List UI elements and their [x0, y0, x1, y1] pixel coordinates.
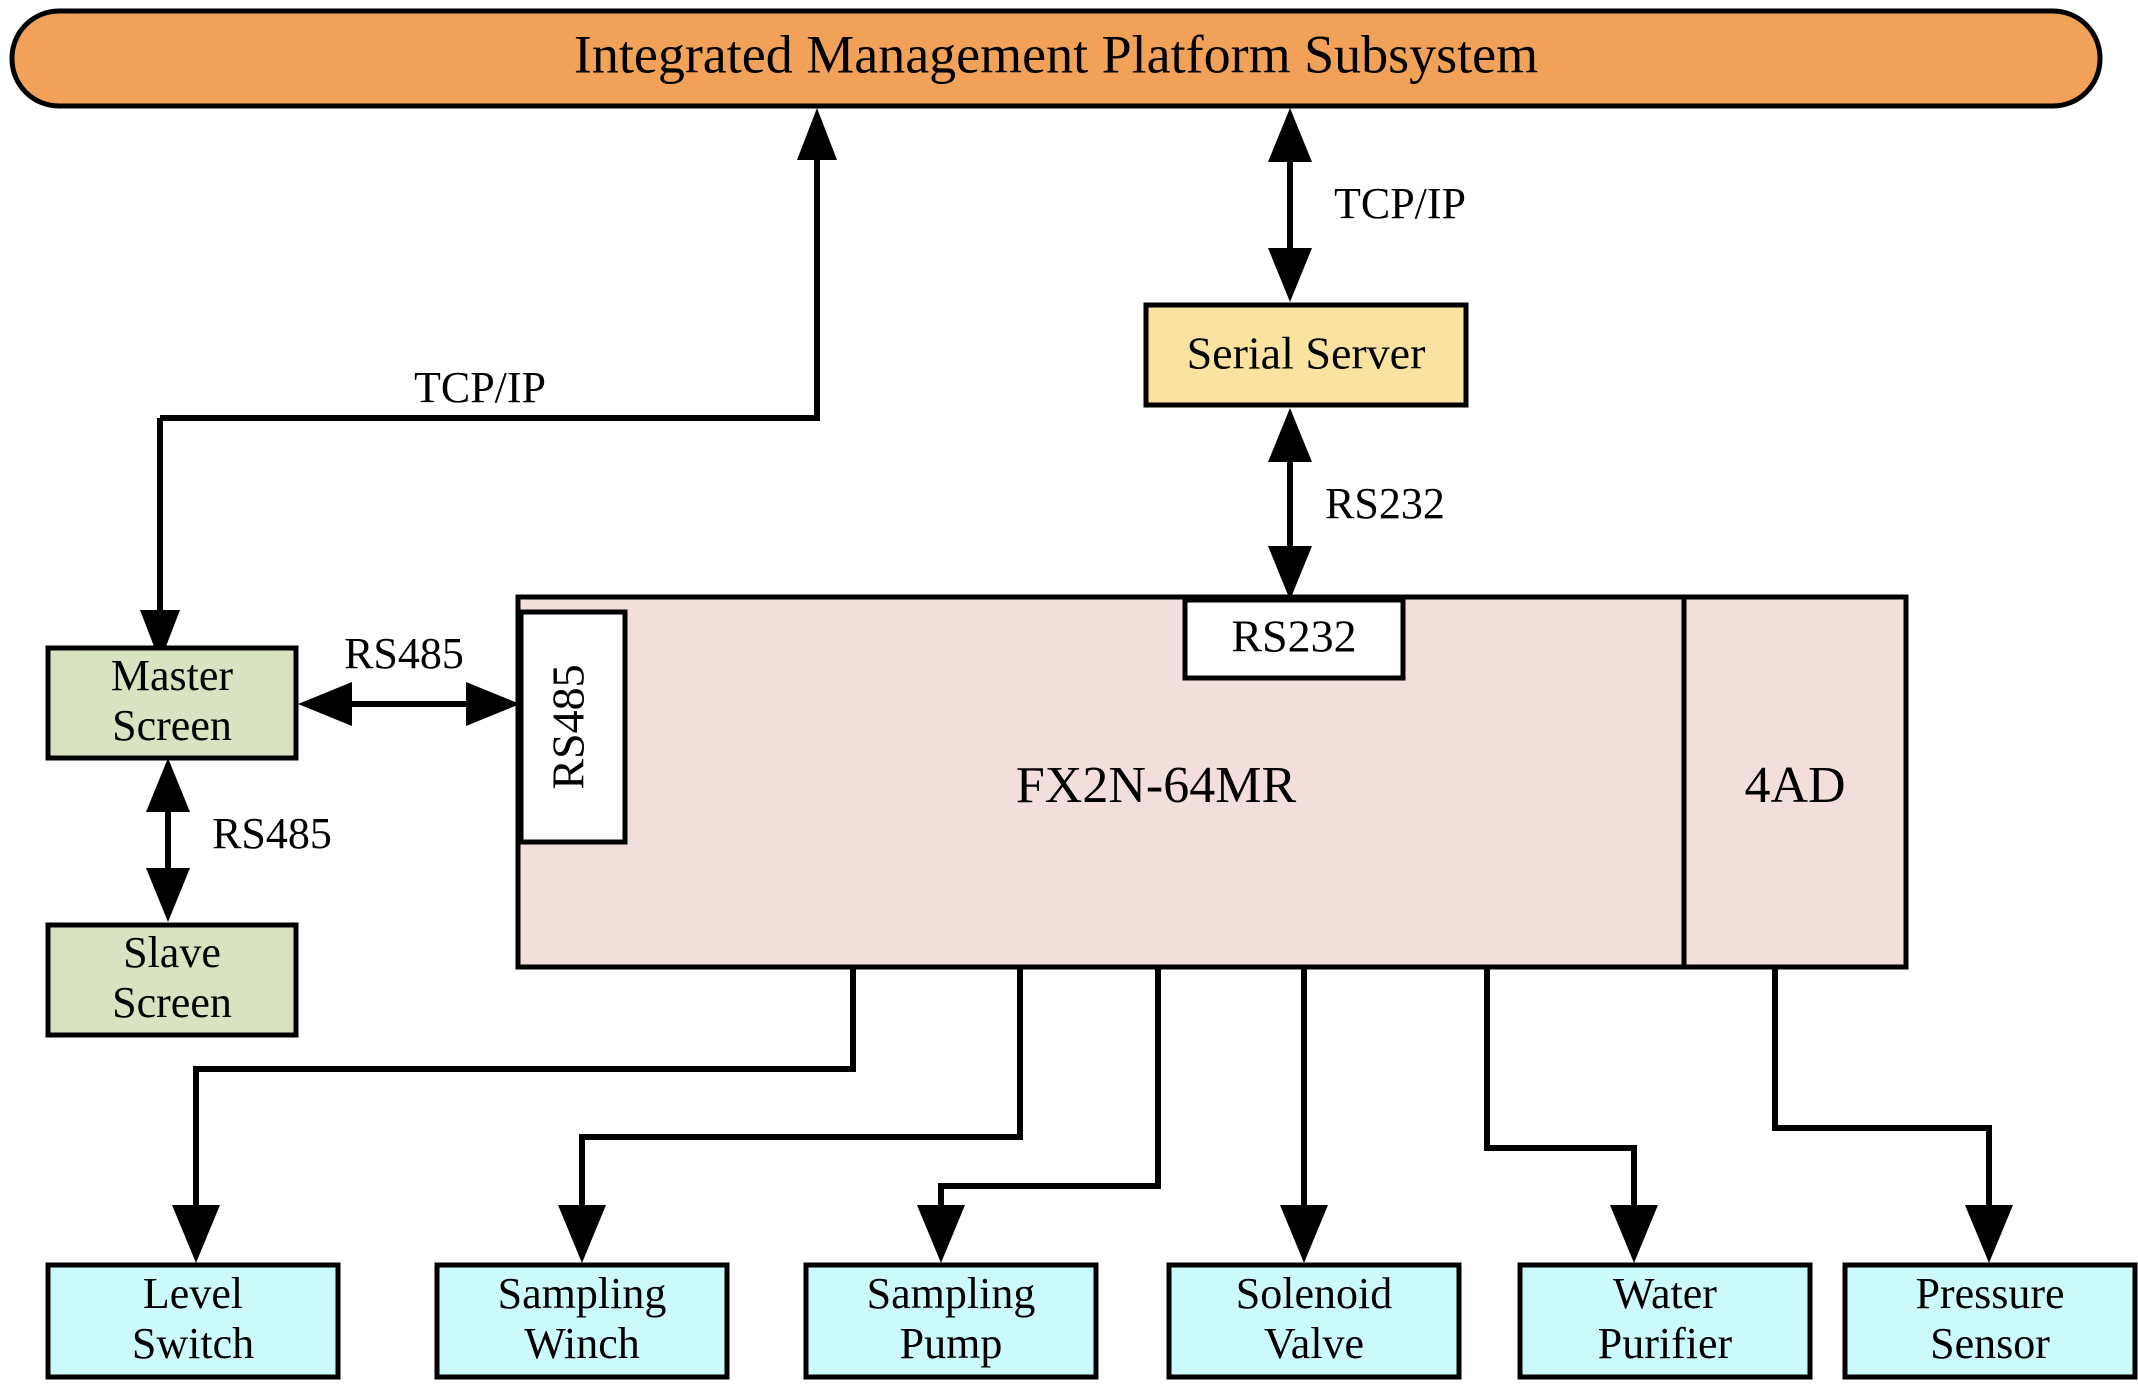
slave-screen-label-line1: Slave: [123, 928, 221, 977]
arrowhead-down-pressure-sensor: [1965, 1205, 2013, 1263]
edge-plc-to-water-purifier: [1484, 967, 1658, 1263]
solenoid-valve-shape: [1166, 1262, 1462, 1380]
plc-port-rs485[interactable]: RS485: [518, 609, 628, 845]
arrowhead-down-sampling-winch: [558, 1205, 606, 1263]
node-sampling-pump[interactable]: Sampling Pump: [803, 1262, 1099, 1380]
sampling-pump-shape: [803, 1262, 1099, 1380]
node-serial-server[interactable]: Serial Server: [1143, 302, 1469, 408]
level-switch-label-line1: Level: [143, 1269, 243, 1318]
water-purifier-label-line1: Water: [1613, 1269, 1717, 1318]
subsystem-capsule-shape: [9, 8, 2103, 109]
node-slave-screen[interactable]: Slave Screen: [45, 922, 299, 1038]
arrowhead-left-master-screen: [298, 682, 352, 726]
arrowhead-down-sampling-pump: [917, 1205, 965, 1263]
arrowhead-down-serial-server: [1268, 248, 1312, 302]
arrowhead-up-subsystem-right: [1268, 108, 1312, 162]
arrowhead-down-plc-rs232: [1268, 546, 1312, 600]
sampling-winch-shape: [434, 1262, 730, 1380]
plc-port-rs232-label: RS232: [1231, 611, 1356, 662]
slave-screen-label-line2: Screen: [112, 978, 232, 1027]
edge-line-water-purifier: [1484, 967, 1637, 1218]
pressure-sensor-label-line1: Pressure: [1915, 1269, 2064, 1318]
node-master-screen[interactable]: Master Screen: [45, 645, 299, 761]
pressure-sensor-label-line2: Sensor: [1930, 1319, 2050, 1368]
sampling-pump-label-line2: Pump: [900, 1319, 1003, 1368]
plc-4ad-module-label: 4AD: [1744, 757, 1845, 814]
edge-serialserver-plc-rs232: RS232: [1268, 408, 1445, 600]
edge-master-slave-rs485: RS485: [146, 758, 332, 922]
node-pressure-sensor[interactable]: Pressure Sensor: [1842, 1262, 2138, 1380]
edge-master-screen-plc-rs485: RS485: [298, 629, 520, 726]
water-purifier-shape: [1517, 1262, 1813, 1380]
master-screen-label-line1: Master: [111, 651, 234, 700]
sampling-winch-label-line1: Sampling: [498, 1269, 667, 1318]
arrowhead-down-water-purifier: [1610, 1205, 1658, 1263]
master-screen-label-line2: Screen: [112, 701, 232, 750]
sampling-winch-label-line2: Winch: [524, 1319, 640, 1368]
edge-line-sampling-pump: [938, 967, 1161, 1218]
edge-plc-to-level-switch: [172, 967, 856, 1263]
edge-plc-to-solenoid-valve: [1280, 967, 1328, 1263]
plc-port-rs232[interactable]: RS232: [1182, 597, 1406, 681]
edge-label-tcpip-left: TCP/IP: [414, 363, 546, 412]
arrowhead-down-level-switch: [172, 1205, 220, 1263]
edge-line-pressure-sensor: [1772, 967, 1992, 1218]
slave-screen-shape: [45, 922, 299, 1038]
node-water-purifier[interactable]: Water Purifier: [1517, 1262, 1813, 1380]
pressure-sensor-shape: [1842, 1262, 2138, 1380]
edge-plc-to-sampling-winch: [558, 967, 1023, 1263]
node-solenoid-valve[interactable]: Solenoid Valve: [1166, 1262, 1462, 1380]
plc-label: FX2N-64MR: [1016, 757, 1297, 814]
master-screen-shape: [45, 645, 299, 761]
solenoid-valve-label-line2: Valve: [1264, 1319, 1364, 1368]
edge-plc-to-subsystem-tcpip: TCP/IP: [140, 108, 837, 662]
edge-label-rs485-master-slave: RS485: [212, 809, 332, 858]
node-sampling-winch[interactable]: Sampling Winch: [434, 1262, 730, 1380]
plc-port-rs232-shape: [1182, 597, 1406, 681]
edge-plc-to-pressure-sensor: [1772, 967, 2013, 1263]
arrowhead-down-solenoid-valve: [1280, 1205, 1328, 1263]
serial-server-label: Serial Server: [1187, 328, 1426, 379]
edge-line-tcpip-left: [160, 148, 820, 421]
node-integrated-management-platform-subsystem[interactable]: Integrated Management Platform Subsystem: [9, 8, 2103, 109]
arrowhead-down-master-screen: [140, 610, 180, 662]
plc-port-rs485-label: RS485: [543, 664, 594, 789]
serial-server-shape: [1143, 302, 1469, 408]
arrowhead-up-master-screen-slave: [146, 758, 190, 812]
subsystem-label: Integrated Management Platform Subsystem: [574, 24, 1538, 84]
solenoid-valve-label-line1: Solenoid: [1236, 1269, 1392, 1318]
water-purifier-label-line2: Purifier: [1598, 1319, 1733, 1368]
edge-label-rs232: RS232: [1325, 479, 1445, 528]
arrowhead-up-serial-server: [1268, 408, 1312, 462]
level-switch-shape: [45, 1262, 341, 1380]
edge-label-rs485-master-plc: RS485: [344, 629, 464, 678]
level-switch-label-line2: Switch: [132, 1319, 254, 1368]
edge-line-sampling-winch: [579, 967, 1023, 1218]
edge-label-tcpip-right: TCP/IP: [1334, 179, 1466, 228]
sampling-pump-label-line1: Sampling: [867, 1269, 1036, 1318]
arrowhead-right-plc-rs485: [466, 682, 520, 726]
edge-serialserver-subsystem-tcpip: TCP/IP: [1268, 108, 1466, 302]
edge-line-level-switch: [193, 967, 856, 1218]
node-level-switch[interactable]: Level Switch: [45, 1262, 341, 1380]
edge-plc-to-sampling-pump: [917, 967, 1161, 1263]
arrowhead-up-subsystem-left: [797, 108, 837, 160]
arrowhead-down-slave-screen: [146, 868, 190, 922]
plc-port-rs485-shape: [518, 609, 628, 845]
